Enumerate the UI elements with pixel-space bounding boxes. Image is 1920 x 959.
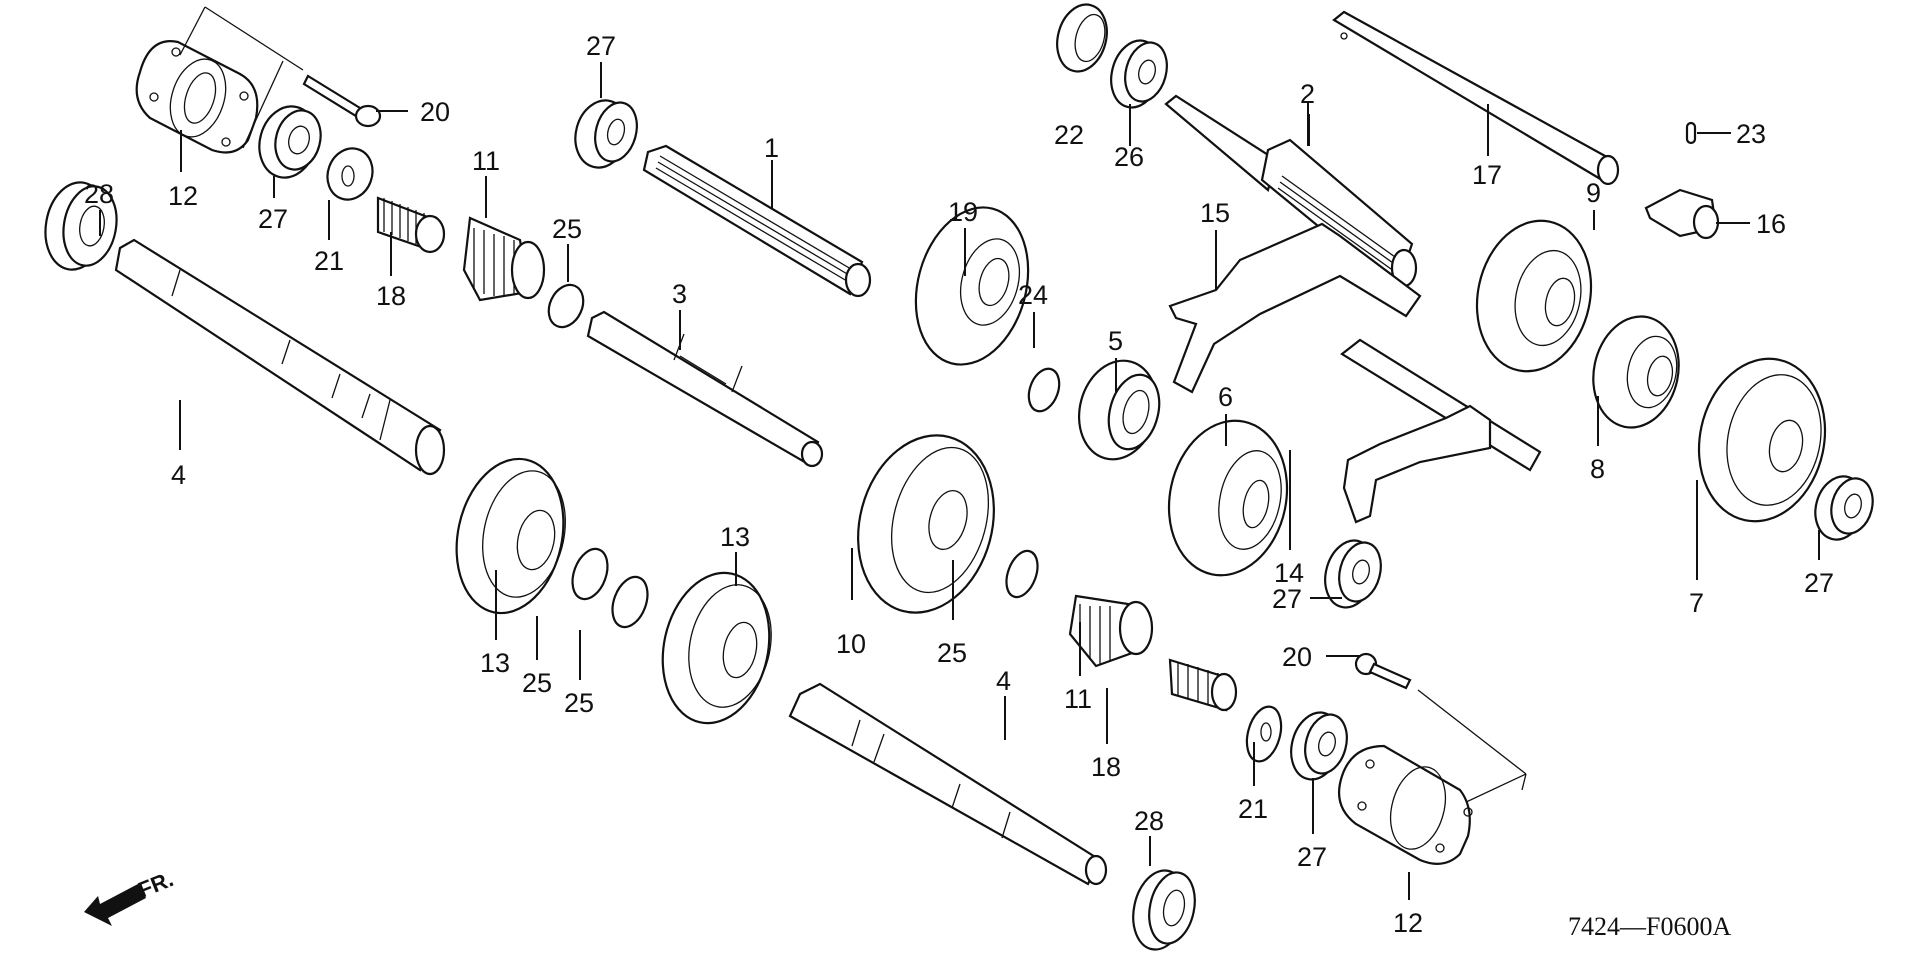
bearing-holder-upper[interactable] xyxy=(135,6,304,154)
shift-fork-15[interactable] xyxy=(1168,222,1422,394)
callout-16: 16 xyxy=(1756,209,1786,239)
callout-17: 17 xyxy=(1472,160,1502,190)
gear-7[interactable] xyxy=(1684,347,1839,533)
clutch-gear-upper[interactable] xyxy=(462,216,546,302)
callout-27: 27 xyxy=(258,204,288,234)
shaft-3[interactable] xyxy=(586,310,824,468)
callout-23: 23 xyxy=(1736,119,1766,149)
callout-18-lower: 18 xyxy=(1091,752,1121,782)
bearing-27-right[interactable] xyxy=(1809,471,1879,545)
bearing-holder-lower[interactable] xyxy=(1338,744,1473,865)
callout-7: 7 xyxy=(1689,588,1704,618)
oil-seal[interactable] xyxy=(1050,0,1114,77)
bearing-27-upper-left[interactable] xyxy=(252,100,327,184)
gear-13-right[interactable] xyxy=(649,563,782,733)
bolt-lower[interactable] xyxy=(1354,652,1527,835)
gear-6[interactable] xyxy=(1155,410,1301,587)
bearing-28-left[interactable] xyxy=(39,177,123,274)
callout-27-top: 27 xyxy=(586,31,616,61)
bolt-upper[interactable] xyxy=(302,74,382,128)
callout-12: 12 xyxy=(168,181,198,211)
fork-shaft[interactable] xyxy=(1332,10,1620,186)
callout-13-left: 13 xyxy=(480,648,510,678)
callout-10: 10 xyxy=(836,629,866,659)
bearing-27-mid[interactable] xyxy=(1318,535,1387,613)
callout-15: 15 xyxy=(1200,198,1230,228)
callout-4: 4 xyxy=(171,460,186,490)
bevel-gear[interactable] xyxy=(899,195,1045,378)
callout-25-a: 25 xyxy=(522,668,552,698)
leader-lines xyxy=(99,62,1820,900)
callout-1: 1 xyxy=(764,133,779,163)
callout-21: 21 xyxy=(314,246,344,276)
bearing-28-lower[interactable] xyxy=(1126,865,1201,954)
callout-5: 5 xyxy=(1108,326,1123,356)
callout-28: 28 xyxy=(84,179,114,209)
spring-lower[interactable] xyxy=(1168,658,1238,712)
callout-19: 19 xyxy=(948,197,978,227)
gear-13-left[interactable] xyxy=(443,449,577,623)
callout-20-lower: 20 xyxy=(1282,642,1312,672)
callout-25: 25 xyxy=(552,214,582,244)
callout-6: 6 xyxy=(1218,382,1233,412)
callout-25-b: 25 xyxy=(564,688,594,718)
callout-labels: 12 20 27 21 18 11 25 28 27 1 3 4 19 24 5… xyxy=(84,31,1834,938)
callout-27-mid: 27 xyxy=(1272,584,1302,614)
callout-11: 11 xyxy=(472,146,500,176)
final-shaft-lower[interactable] xyxy=(788,682,1108,886)
shift-fork-14[interactable] xyxy=(1340,338,1542,524)
gear-9[interactable] xyxy=(1463,210,1604,382)
callout-18: 18 xyxy=(376,281,406,311)
bearing-27-top[interactable] xyxy=(568,94,643,173)
callout-14: 14 xyxy=(1274,558,1304,588)
callout-24: 24 xyxy=(1018,280,1048,310)
callout-28-lower: 28 xyxy=(1134,806,1164,836)
gear-8[interactable] xyxy=(1583,308,1688,435)
callout-25-c: 25 xyxy=(937,638,967,668)
bearing-27-lower[interactable] xyxy=(1284,707,1353,785)
circlip-lower-a[interactable] xyxy=(566,544,614,604)
callout-8: 8 xyxy=(1590,454,1605,484)
circlip-upper[interactable] xyxy=(542,279,590,332)
drawing-code: 7424—F0600A xyxy=(1568,912,1731,941)
gear-5[interactable] xyxy=(1068,352,1167,468)
callout-22: 22 xyxy=(1054,120,1084,150)
callout-4-lower: 4 xyxy=(996,666,1011,696)
callout-2: 2 xyxy=(1300,79,1315,109)
callout-9: 9 xyxy=(1586,178,1601,208)
callout-20: 20 xyxy=(420,97,450,127)
washer-lower[interactable] xyxy=(1241,703,1286,765)
countershaft[interactable] xyxy=(1164,94,1418,292)
spring-upper[interactable] xyxy=(376,196,446,254)
callout-13-right: 13 xyxy=(720,522,750,552)
callout-11-lower: 11 xyxy=(1064,684,1092,714)
callout-27-lower: 27 xyxy=(1297,842,1327,872)
shift-arm[interactable] xyxy=(1644,188,1720,240)
bearing-26[interactable] xyxy=(1104,35,1173,113)
circlip-lower-b[interactable] xyxy=(606,572,654,632)
callout-27-right: 27 xyxy=(1804,568,1834,598)
washer-upper[interactable] xyxy=(320,142,379,206)
callout-3: 3 xyxy=(672,279,687,309)
callout-12-lower: 12 xyxy=(1393,908,1423,938)
callout-26: 26 xyxy=(1114,142,1144,172)
circlip-24[interactable] xyxy=(1023,365,1064,416)
pin-23[interactable] xyxy=(1685,121,1697,145)
final-shaft-left[interactable] xyxy=(114,238,446,476)
front-label: FR. xyxy=(135,866,177,902)
front-arrow-icon xyxy=(84,884,146,926)
callout-21-lower: 21 xyxy=(1238,794,1268,824)
gear-10[interactable] xyxy=(839,420,1013,628)
main-shaft[interactable] xyxy=(642,144,872,298)
clutch-gear-lower[interactable] xyxy=(1068,594,1154,668)
circlip-mid[interactable] xyxy=(1001,547,1044,602)
front-indicator: FR. xyxy=(84,866,177,926)
